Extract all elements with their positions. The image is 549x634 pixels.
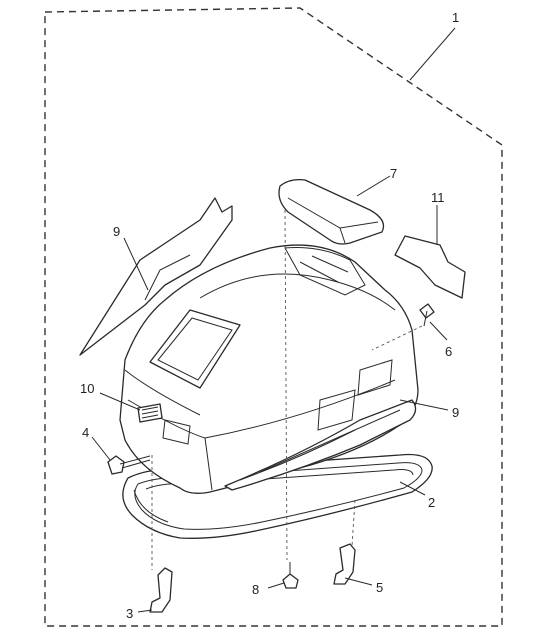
callout-9-right: 9: [452, 405, 459, 420]
leader-5: [344, 577, 373, 586]
callout-9-left: 9: [113, 224, 120, 239]
leader-4: [91, 436, 111, 461]
callout-5: 5: [376, 580, 383, 595]
part-bolt-8: [282, 562, 299, 589]
callout-11: 11: [431, 190, 445, 205]
leader-9a: [123, 237, 149, 291]
leader-9b: [399, 399, 449, 411]
part-decal-right: [394, 235, 466, 299]
part-decal-left: [79, 197, 233, 356]
leader-1: [409, 27, 456, 81]
callout-3: 3: [126, 606, 133, 621]
callout-6: 6: [445, 344, 452, 359]
callout-10: 10: [80, 381, 94, 396]
leader-10: [99, 392, 141, 411]
callout-4: 4: [82, 425, 89, 440]
assembly-line-cap: [284, 209, 288, 561]
callout-1: 1: [452, 10, 459, 25]
part-bracket-3: [149, 567, 173, 613]
part-screw-6: [419, 303, 435, 327]
leader-2: [399, 481, 426, 496]
leader-7: [356, 175, 391, 197]
part-bracket-5: [333, 543, 356, 585]
callout-2: 2: [428, 495, 435, 510]
part-cap-lid: [278, 178, 385, 245]
part-bolt-4: [107, 455, 151, 475]
leader-6: [429, 321, 448, 341]
assembly-boundary: [44, 7, 503, 627]
leader-3: [137, 609, 153, 613]
assembly-line-bracket5: [351, 499, 356, 547]
part-top-cowling: [119, 244, 419, 494]
callout-8: 8: [252, 582, 259, 597]
leader-8: [267, 582, 285, 589]
callout-7: 7: [390, 166, 397, 181]
